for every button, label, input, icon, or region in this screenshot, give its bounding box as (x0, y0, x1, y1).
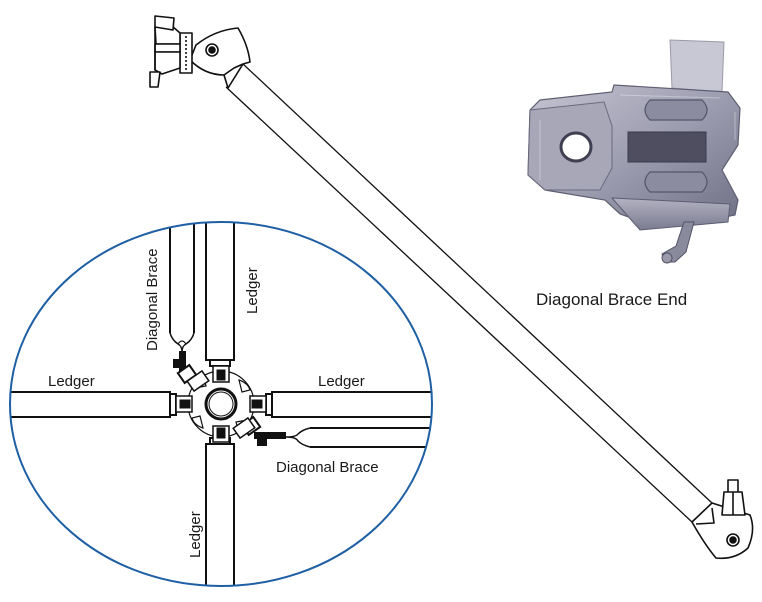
brace-end-fitting-bottom (691, 479, 754, 560)
ledger-bottom (205, 437, 235, 586)
wedge-tab (669, 39, 725, 93)
brace-end-photo (527, 39, 741, 264)
brace-end-fitting-top (149, 15, 251, 89)
bolt-hole (559, 131, 593, 163)
diagonal-brace-top (169, 222, 198, 385)
brace-tube-lower-edge (225, 86, 693, 523)
ledger-left (10, 391, 177, 418)
rosette (175, 365, 267, 443)
detail-view: Ledger Ledger Ledger Ledger Diagonal Bra… (9, 221, 433, 587)
upper-slot (644, 99, 708, 121)
label-ledger-bottom: Ledger (187, 511, 204, 558)
label-diagonal-brace-top: Diagonal Brace (144, 248, 161, 351)
label-ledger-top: Ledger (244, 267, 261, 314)
brace-tube-upper-edge (242, 63, 713, 504)
label-ledger-right: Ledger (318, 373, 365, 390)
detail-ellipse-border (9, 221, 433, 587)
casting-opening (627, 131, 707, 163)
diagonal-brace-tube (225, 63, 713, 523)
ledger-top (205, 222, 235, 367)
ledger-right (265, 391, 432, 418)
label-ledger-left: Ledger (48, 373, 95, 390)
lower-slot (644, 171, 708, 193)
label-diagonal-brace-right: Diagonal Brace (276, 459, 379, 476)
photo-caption: Diagonal Brace End (536, 290, 687, 309)
flattened-tube-end-top (189, 27, 251, 89)
